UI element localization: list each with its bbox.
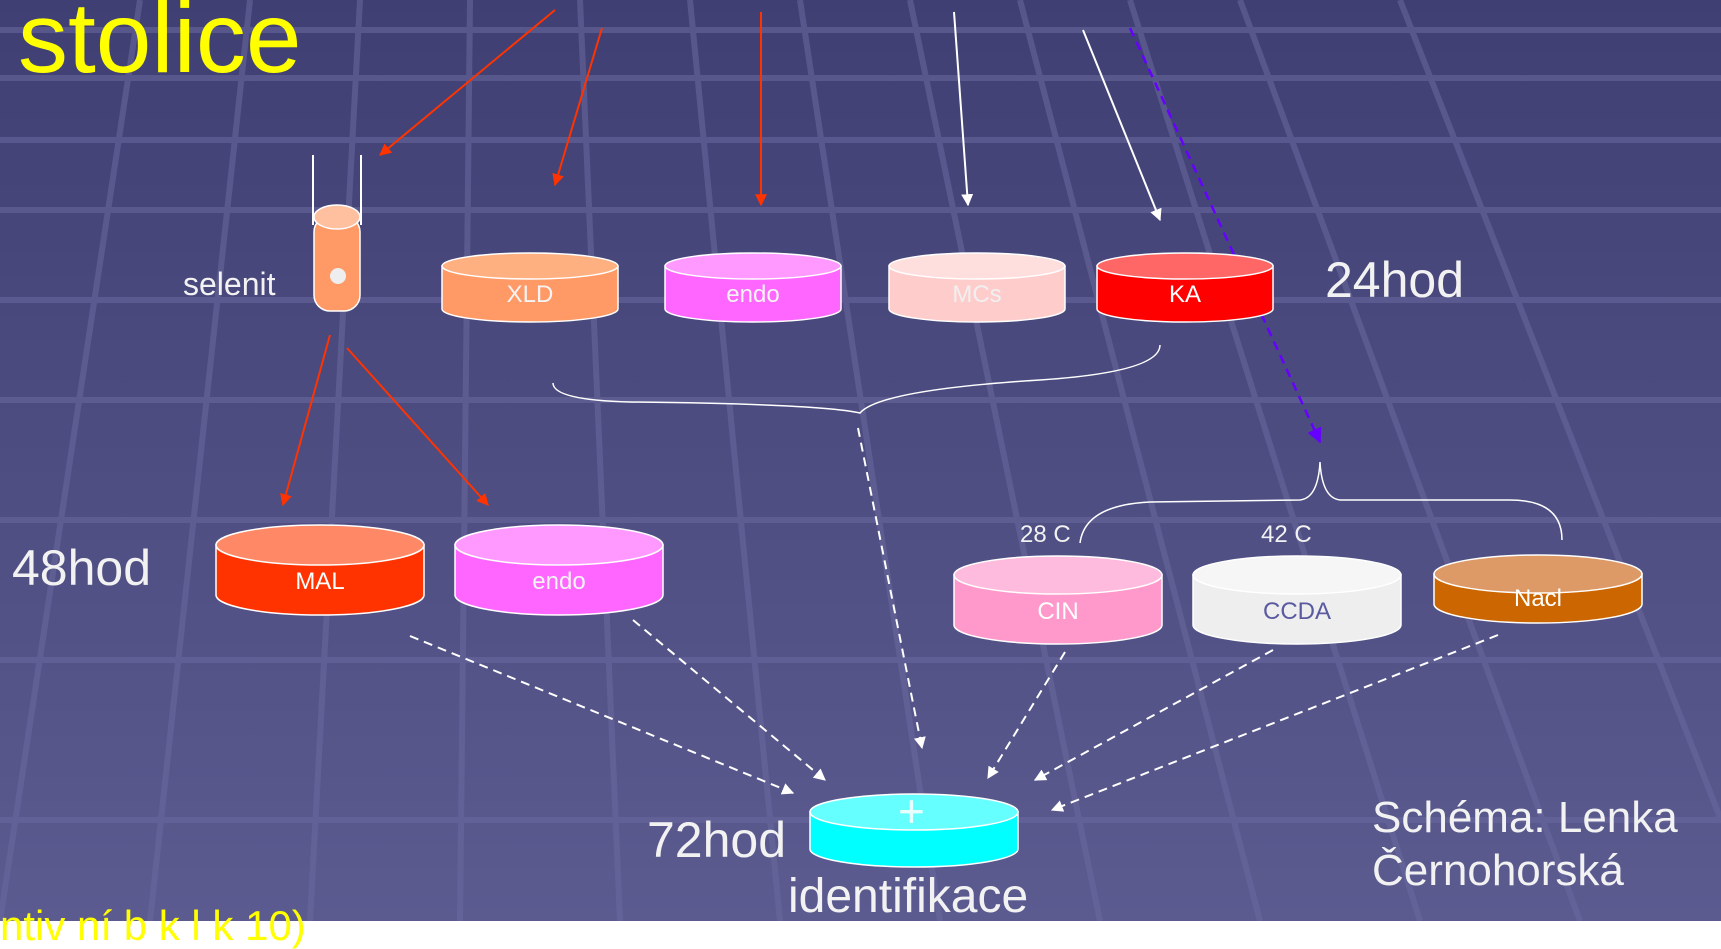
credit-line-1: Schéma: Lenka — [1372, 793, 1678, 842]
final-plate-symbol: + — [898, 785, 925, 837]
diagram-canvas — [215, 9, 1643, 868]
plate-24h-ka — [1096, 252, 1274, 323]
plate-24h-mcs-label: MCs — [952, 281, 1002, 308]
plate-cin — [953, 555, 1163, 645]
plate-24h-ka-label: KA — [1168, 281, 1201, 308]
plate-48h-endo-label: endo — [532, 568, 586, 595]
red-arrows-top — [379, 9, 767, 207]
blue-dashed-arrow — [1128, 27, 1322, 444]
plate-ccda-label: CCDA — [1262, 598, 1331, 625]
page-title: stolice — [18, 0, 302, 94]
plate-24h-xld — [441, 252, 619, 323]
plate-24h-xld-label: XLD — [506, 281, 554, 308]
plate-24h-endo-label: endo — [726, 281, 780, 308]
brace-right — [1079, 461, 1563, 544]
red-arrows-tube — [280, 334, 489, 507]
plate-48h-endo — [454, 524, 664, 616]
plate-nacl — [1433, 554, 1643, 624]
plate-nacl-label: Nacl — [1513, 585, 1562, 612]
plate-final — [809, 793, 1019, 868]
plate-48h-mal — [215, 524, 425, 616]
time-label-48h: 48hod — [12, 540, 152, 596]
plate-48h-mal-label: MAL — [295, 568, 345, 595]
dashed-arrows-final — [409, 427, 1499, 812]
temperature-42: 42 C — [1261, 521, 1312, 548]
identifikace-label: identifikace — [788, 870, 1029, 923]
time-label-72h: 72hod — [647, 812, 787, 868]
brace-24h — [552, 344, 1161, 414]
temperature-28: 28 C — [1020, 521, 1071, 548]
plate-ccda — [1192, 555, 1402, 645]
credit-line-2: Černohorská — [1372, 846, 1624, 895]
footer-partial-text: ntiv ní b k l k 10) — [0, 902, 306, 949]
tube-label: selenit — [183, 266, 276, 302]
selenit-tube — [312, 155, 362, 312]
background-grid — [0, 0, 1721, 921]
plate-24h-endo — [664, 252, 842, 323]
plate-24h-mcs — [888, 252, 1066, 323]
time-label-24h: 24hod — [1325, 252, 1465, 308]
white-arrows-top — [953, 11, 1162, 222]
plate-cin-label: CIN — [1037, 598, 1079, 625]
